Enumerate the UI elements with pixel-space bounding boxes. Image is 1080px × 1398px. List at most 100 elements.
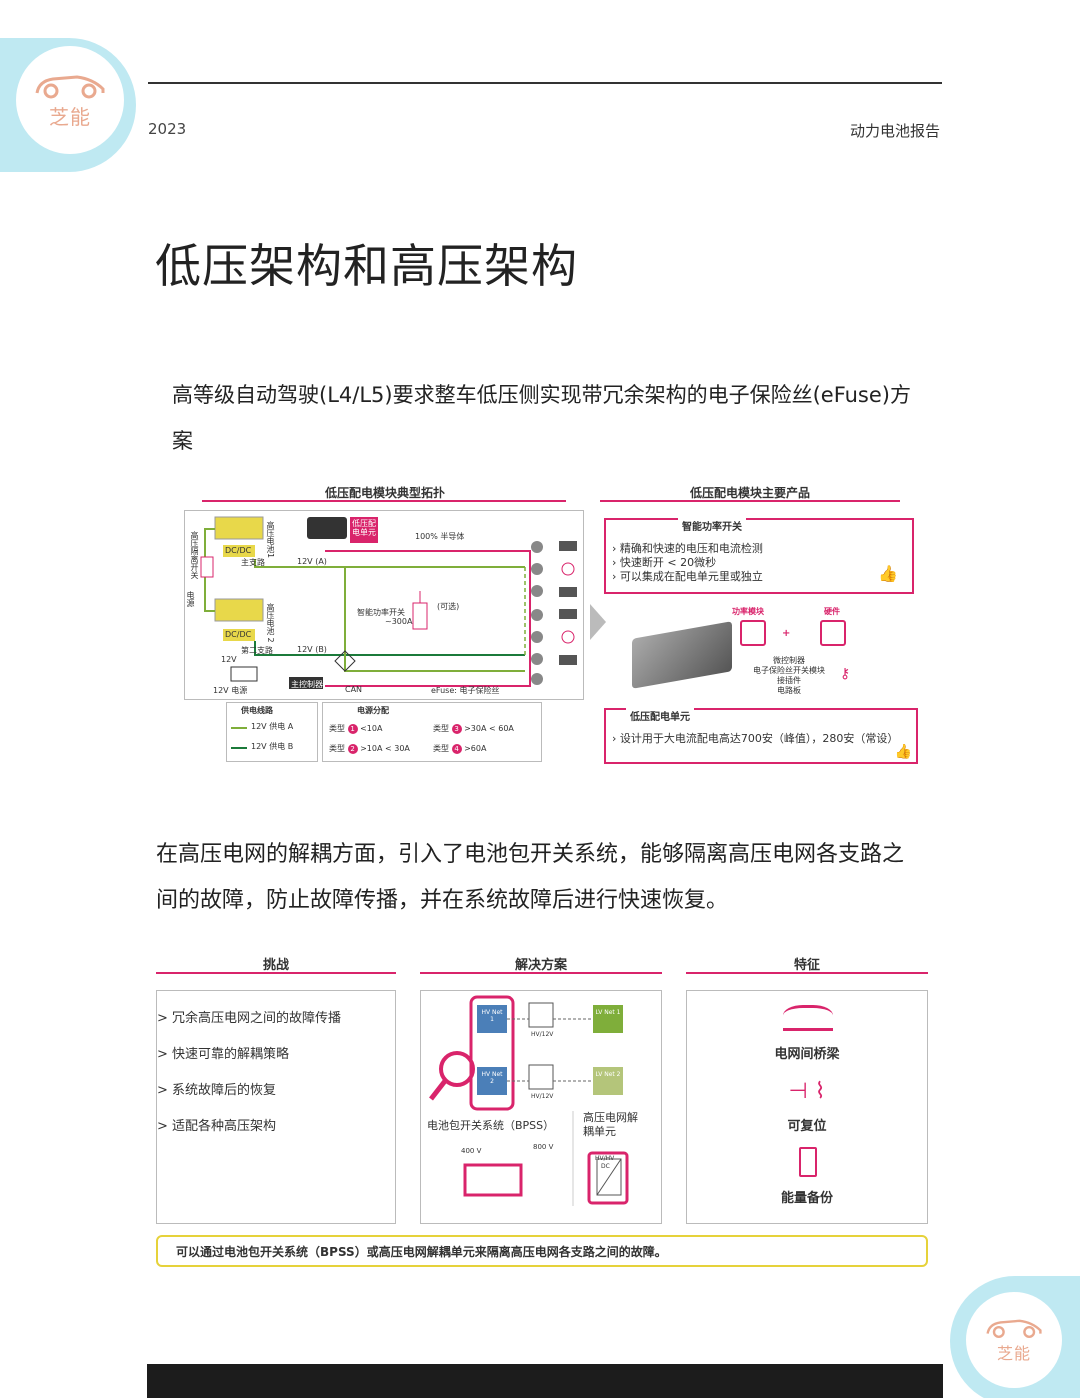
power-source-label: 电源	[186, 591, 195, 607]
dist-row-3: 类型 3 >30A < 60A	[433, 723, 514, 734]
challenge-item-4: > 适配各种高压架构	[157, 1119, 277, 1134]
feature-header: 特征	[793, 958, 820, 973]
hv12-label-2: HV/12V	[531, 1093, 554, 1100]
smart-switch-label: 智能功率开关	[357, 608, 405, 617]
hardware-list: 微控制器 电子保险丝开关模块 接插件 电路板	[744, 656, 834, 696]
type-label: 类型	[329, 744, 345, 753]
challenge-header-line	[156, 972, 396, 974]
smart-switch-title: 智能功率开关	[678, 518, 746, 533]
distribution-title: 电源分配	[357, 706, 389, 715]
dist-range-4: >60A	[464, 744, 487, 753]
dist-num-3: 3	[451, 724, 462, 734]
switch-bullet-1: › 精确和快速的电压和电流检测	[612, 542, 763, 555]
400v-label: 400 V	[461, 1147, 482, 1155]
challenge-item-1: > 冗余高压电网之间的故障传播	[157, 1011, 342, 1026]
hw-item-1: 微控制器	[773, 656, 805, 665]
semiconductor-label: 100% 半导体	[415, 532, 465, 541]
switch-bullet-3: › 可以集成在配电单元里或独立	[612, 570, 763, 583]
thumbs-up-icon: 👍	[878, 564, 898, 583]
report-title: 动力电池报告	[849, 122, 940, 140]
12v-a-label: 12V (A)	[297, 557, 327, 566]
can-label: CAN	[345, 685, 363, 694]
circuit-icon	[740, 620, 766, 646]
hw-item-4: 电路板	[777, 686, 801, 695]
brand-logo-inner: 芝能	[16, 46, 124, 154]
hv-unit-label: 高压电网解耦单元	[583, 1111, 638, 1138]
topology-header-line	[202, 500, 566, 502]
page-title: 低压架构和高压架构	[155, 239, 578, 293]
report-year: 2023	[148, 120, 187, 138]
switch-bullet-text-1: 精确和快速的电压和电流检测	[619, 542, 763, 555]
chip-icon	[820, 620, 846, 646]
bpss-label: 电池包开关系统（BPSS）	[427, 1119, 555, 1132]
hvhv-label: HV/HV	[595, 1155, 615, 1162]
feature-panel: 电网间桥梁 ⊣ ⌇ 可复位 能量备份	[686, 990, 928, 1224]
dc-label: DC	[601, 1163, 610, 1170]
hardware-label: 硬件	[824, 607, 840, 616]
dist-row-1: 类型 1 <10A	[329, 723, 382, 734]
lv-unit-bullet: › 设计用于大电流配电高达700安（峰值），280安（常设）	[612, 732, 899, 745]
type-label: 类型	[329, 724, 345, 733]
hv-battery1-label: 高压电池1	[266, 521, 275, 559]
bridge-icon	[783, 1005, 833, 1031]
challenge-panel: > 冗余高压电网之间的故障传播 > 快速可靠的解耦策略 > 系统故障后的恢复 >…	[156, 990, 396, 1224]
thumbs-up-icon-2: 👍	[894, 744, 912, 760]
solution-panel: HV Net 1 HV Net 2 LV Net 1 LV Net 2 HV/1…	[420, 990, 662, 1224]
footer-bar	[147, 1364, 943, 1398]
optional-label: (可选)	[437, 602, 460, 611]
supply-a-swatch	[231, 727, 247, 729]
feature-header-line	[686, 972, 928, 974]
hw-item-2: 电子保险丝开关模块	[753, 666, 825, 675]
dist-range-1: <10A	[360, 724, 383, 733]
reset-switch-icon: ⊣ ⌇	[788, 1079, 826, 1104]
supply-b: 12V 供电 B	[251, 742, 294, 751]
solution-header: 解决方案	[514, 958, 567, 973]
main-branch-label: 主支路	[241, 558, 265, 567]
solution-header-line	[420, 972, 662, 974]
hv-net2-label: HV Net 2	[481, 1071, 503, 1085]
challenge-text-3: 系统故障后的恢复	[172, 1083, 277, 1098]
12v-power-label: 12V 电源	[213, 686, 248, 695]
lv-unit-title: 低压配电单元	[626, 708, 694, 723]
figure-hv-decoupling: 挑战 解决方案 特征 > 冗余高压电网之间的故障传播 > 快速可靠的解耦策略 >…	[156, 950, 930, 1230]
challenge-text-4: 适配各种高压架构	[172, 1119, 277, 1134]
efuse-label: eFuse: 电子保险丝	[431, 686, 500, 695]
key-icon: ⚷	[840, 666, 851, 682]
lv-unit-bullet-text: 设计用于大电流配电高达700安（峰值），280安（常设）	[619, 732, 899, 745]
car-logo-icon	[986, 1319, 1042, 1338]
supply-a: 12V 供电 A	[251, 722, 294, 731]
products-header-line	[600, 500, 900, 502]
second-branch-label: 第二支路	[241, 646, 273, 655]
supply-title: 供电线路	[241, 706, 273, 715]
challenge-text-2: 快速可靠的解耦策略	[172, 1047, 290, 1062]
lv-net2-label: LV Net 2	[595, 1071, 621, 1078]
12v-b-label: 12V (B)	[297, 645, 327, 654]
dist-num-2: 2	[347, 744, 358, 754]
hw-item-3: 接插件	[777, 676, 801, 685]
figure-lv-topology: 低压配电模块典型拓扑 低压配电模块主要产品	[180, 480, 920, 770]
challenge-item-2: > 快速可靠的解耦策略	[157, 1047, 290, 1062]
car-logo-icon	[35, 74, 105, 98]
lv-net1-label: LV Net 1	[595, 1009, 621, 1016]
type-label: 类型	[433, 744, 449, 753]
challenge-header: 挑战	[262, 958, 289, 973]
supply-b-swatch	[231, 747, 247, 749]
controller-label: 主控制器	[291, 680, 323, 689]
topology-header: 低压配电模块典型拓扑	[324, 486, 445, 500]
12v-label: 12V	[221, 655, 237, 664]
switch-bullet-2: › 快速断开 < 20微秒	[612, 556, 717, 569]
dist-row-2: 类型 2 >10A < 30A	[329, 743, 410, 754]
dist-row-4: 类型 4 >60A	[433, 743, 486, 754]
battery-icon	[799, 1147, 817, 1177]
hv12-label-1: HV/12V	[531, 1031, 554, 1038]
plus-sign: +	[782, 628, 791, 639]
type-label: 类型	[433, 724, 449, 733]
chevron-right-icon	[590, 604, 606, 640]
hv-isolation-label: 高压隔离开关	[190, 531, 199, 579]
brand-name: 芝能	[49, 104, 91, 129]
module-label: 低压配电单元	[352, 519, 376, 537]
products-header: 低压配电模块主要产品	[689, 486, 810, 500]
distribution-legend: 电源分配 类型 1 <10A 类型 3 >30A < 60A 类型 2 >10A…	[322, 702, 542, 762]
supply-legend: 供电线路 12V 供电 A 12V 供电 B	[226, 702, 318, 762]
